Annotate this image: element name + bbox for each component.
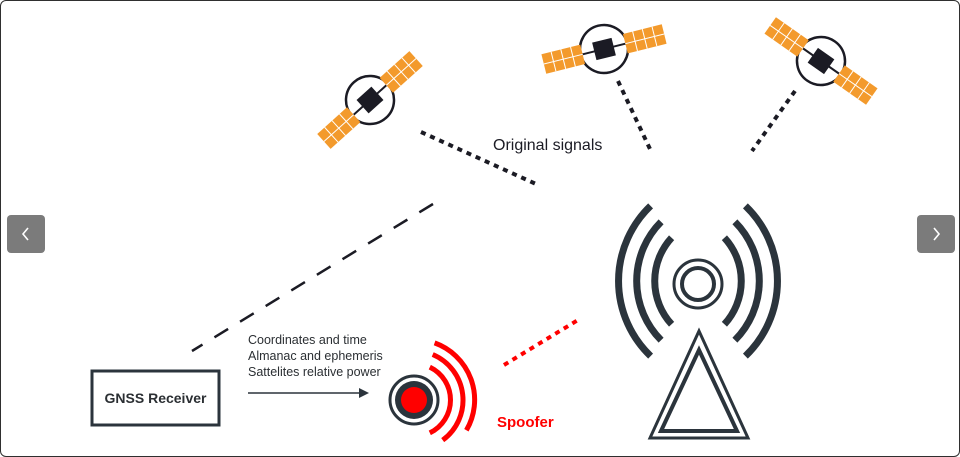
info-line: Almanac and ephemeris — [248, 349, 383, 363]
satellite-icon — [756, 6, 885, 116]
satellite-icon — [538, 11, 670, 88]
spoof-signal-line — [502, 318, 580, 367]
broadcast-tower-icon — [615, 203, 781, 440]
spoofer-icon — [388, 340, 478, 443]
spoofer-label: Spoofer — [497, 414, 554, 431]
carousel-next-button[interactable] — [917, 215, 955, 253]
chevron-left-icon — [21, 227, 29, 241]
gnss-receiver-box — [90, 369, 221, 427]
chevron-right-icon — [933, 227, 941, 241]
satellite-icon — [308, 41, 432, 160]
original-signals-label: Original signals — [493, 137, 602, 154]
info-line: Sattelites relative power — [248, 365, 381, 379]
data-flow-arrow — [248, 388, 369, 398]
gnss-receiver-label: GNSS Receiver — [105, 390, 207, 406]
info-line: Coordinates and time — [248, 333, 367, 347]
receiver-signal-line — [191, 202, 434, 353]
carousel-prev-button[interactable] — [7, 215, 45, 253]
original-signal-lines — [420, 80, 797, 186]
